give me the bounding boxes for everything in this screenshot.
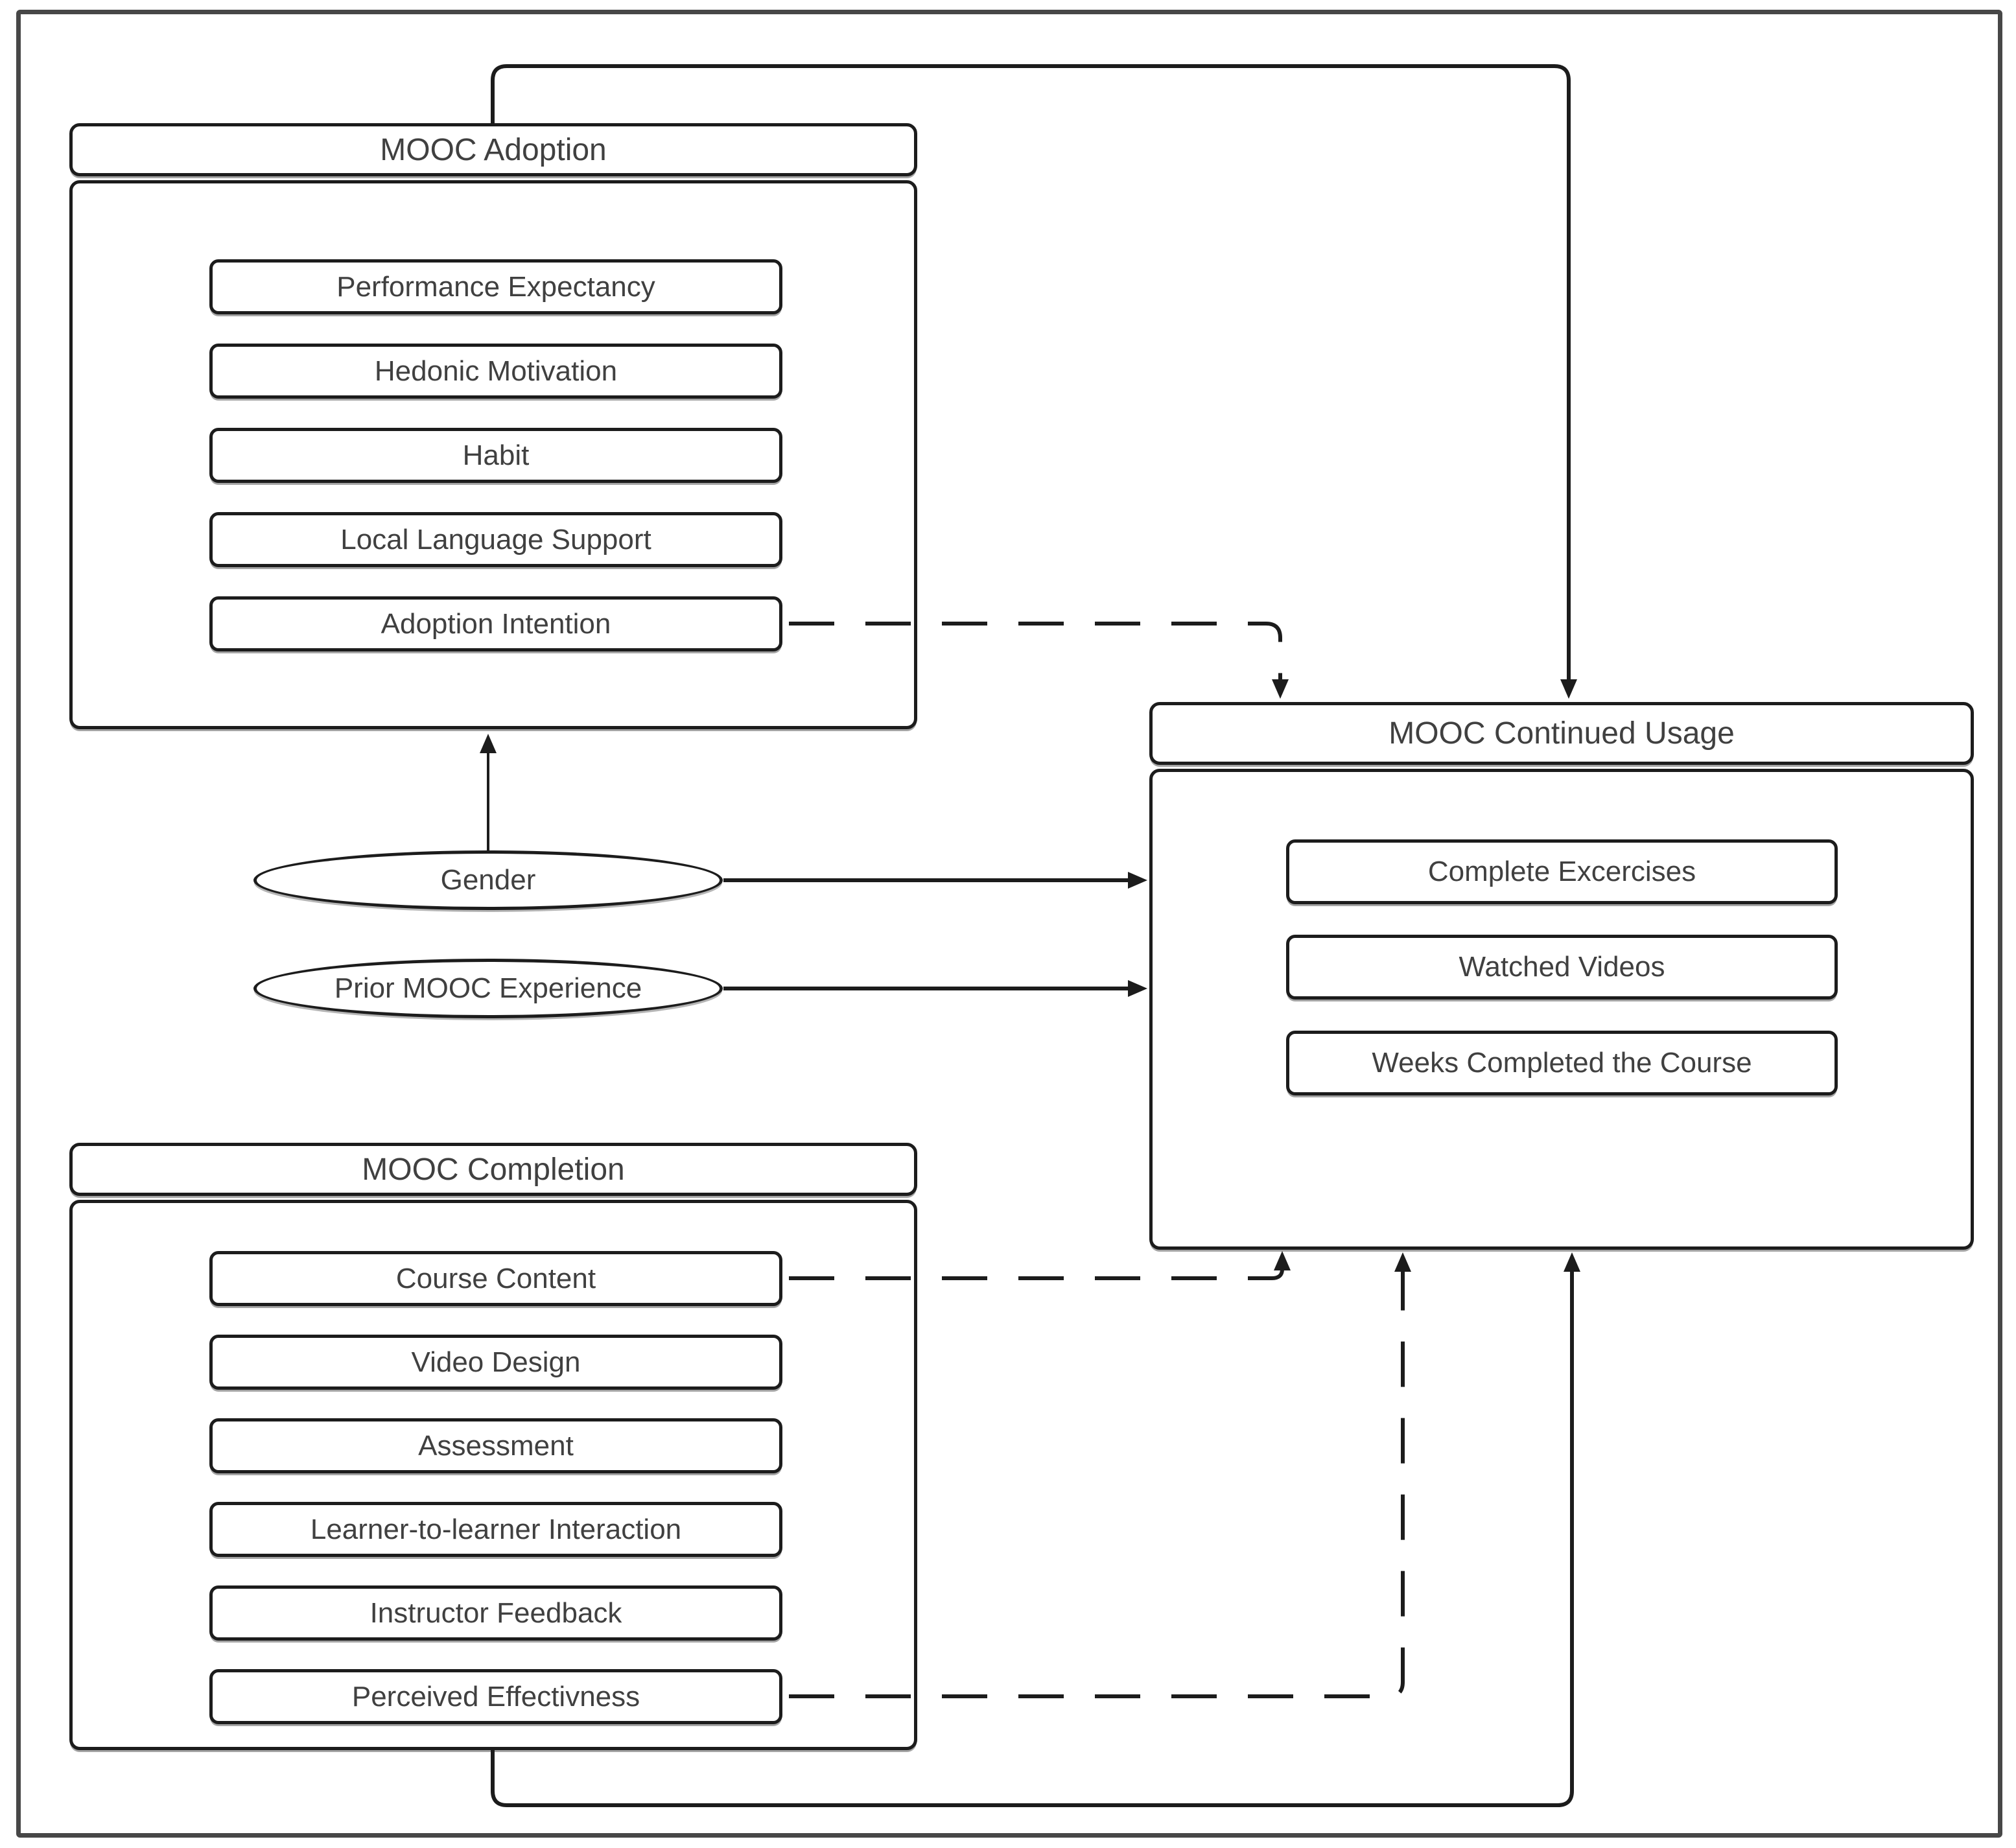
node-local-language-support: Local Language Support — [209, 512, 782, 567]
node-perceived-effectivness: Perceived Effectivness — [209, 1669, 782, 1724]
node-assessment: Assessment — [209, 1418, 782, 1473]
node-adoption-intention: Adoption Intention — [209, 596, 782, 651]
node-complete-excercises: Complete Excercises — [1286, 839, 1838, 904]
node-hedonic-motivation: Hedonic Motivation — [209, 344, 782, 399]
ellipse-gender: Gender — [253, 850, 723, 910]
diagram-outer-border — [16, 10, 2002, 1838]
node-habit: Habit — [209, 428, 782, 483]
group-title-mooc-completion: MOOC Completion — [69, 1143, 917, 1196]
group-title-mooc-continued-usage: MOOC Continued Usage — [1149, 702, 1974, 765]
node-course-content: Course Content — [209, 1251, 782, 1306]
node-instructor-feedback: Instructor Feedback — [209, 1585, 782, 1641]
node-video-design: Video Design — [209, 1335, 782, 1390]
ellipse-prior-mooc-experience: Prior MOOC Experience — [253, 959, 723, 1018]
node-watched-videos: Watched Videos — [1286, 935, 1838, 1000]
node-performance-expectancy: Performance Expectancy — [209, 259, 782, 314]
group-title-mooc-adoption: MOOC Adoption — [69, 123, 917, 176]
node-weeks-completed-the-course: Weeks Completed the Course — [1286, 1031, 1838, 1095]
node-learner-to-learner-interaction: Learner-to-learner Interaction — [209, 1502, 782, 1557]
